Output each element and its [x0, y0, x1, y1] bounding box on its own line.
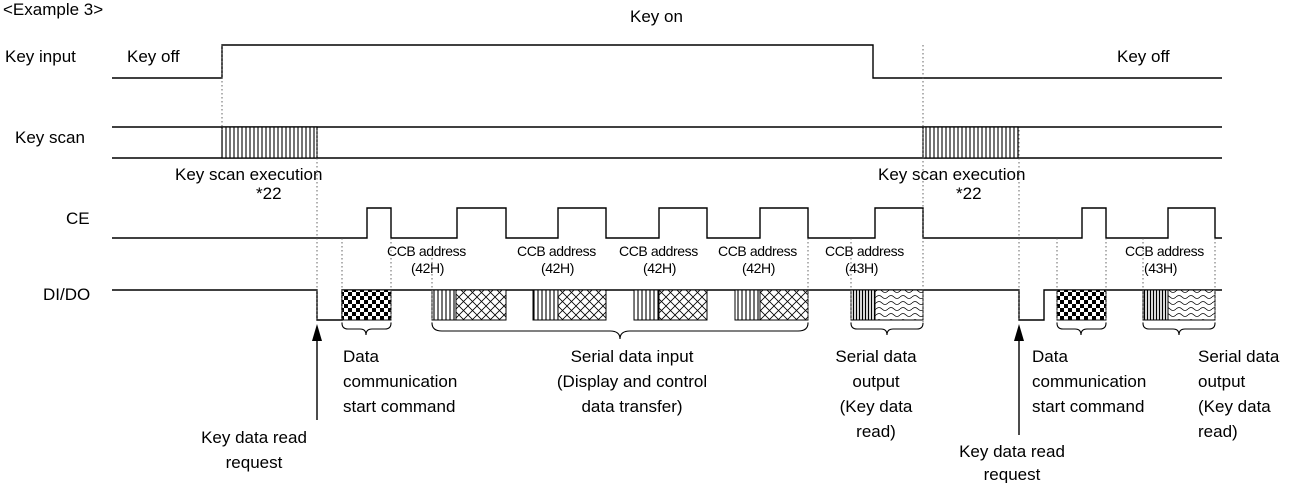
- brace-data-comm-1: [341, 322, 392, 336]
- data-comm-start-label-2: Data communication start command: [1032, 347, 1146, 416]
- ccb-address-label: CCB address: [387, 243, 466, 259]
- ccb-address-label: CCB address: [825, 243, 904, 259]
- read-request-arrow-1: [312, 324, 322, 420]
- brace-serial-output-1: [850, 322, 924, 336]
- brace-serial-output-2: [1142, 322, 1216, 336]
- read-request-arrow-2: [1014, 324, 1024, 435]
- serial-data-output-block: [874, 289, 924, 321]
- ccb-address-block-42h: [532, 289, 559, 321]
- serial-data-output-block: [1167, 289, 1216, 321]
- ccb-address-value: (42H): [541, 260, 574, 276]
- svg-text:request: request: [984, 465, 1041, 483]
- serial-data-input-label: Serial data input (Display and control d…: [557, 347, 707, 416]
- svg-text:start command: start command: [343, 397, 455, 416]
- ccb-address-label: CCB address: [619, 243, 698, 259]
- svg-text:output: output: [852, 372, 900, 391]
- key-scan-note-1: *22: [256, 184, 282, 203]
- ccb-address-value: (42H): [643, 260, 676, 276]
- svg-text:start command: start command: [1032, 397, 1144, 416]
- ccb-address-value: (42H): [742, 260, 775, 276]
- serial-data-input-block: [658, 289, 708, 321]
- brace-serial-input: [431, 322, 809, 340]
- svg-text:data transfer): data transfer): [581, 397, 682, 416]
- ccb-address-label: CCB address: [718, 243, 797, 259]
- signal-ce: CE: [66, 209, 90, 228]
- svg-text:Serial data: Serial data: [835, 347, 917, 366]
- svg-text:Serial data input: Serial data input: [571, 347, 694, 366]
- svg-text:output: output: [1198, 372, 1246, 391]
- ccb-address-label: CCB address: [517, 243, 596, 259]
- signal-key-scan: Key scan: [15, 128, 85, 147]
- example-label: <Example 3>: [3, 0, 103, 19]
- key-off-right-label: Key off: [1117, 47, 1170, 66]
- svg-text:Key data read: Key data read: [201, 428, 307, 447]
- data-comm-start-block-2: [1056, 289, 1107, 321]
- ccb-address-group-4: CCB address (42H): [718, 243, 798, 276]
- serial-data-output-label-2: Serial data output (Key data read): [1198, 347, 1280, 441]
- serial-data-input-block: [557, 289, 607, 321]
- ccb-address-block-42h: [431, 289, 457, 321]
- brace-data-comm-2: [1056, 322, 1107, 336]
- ccb-address-block-43h: [1142, 289, 1169, 321]
- svg-text:Data: Data: [1032, 347, 1068, 366]
- key-scan-note-2: *22: [956, 184, 982, 203]
- svg-text:(Key data: (Key data: [1198, 397, 1271, 416]
- svg-text:(Key data: (Key data: [840, 397, 913, 416]
- ccb-address-group-6: CCB address (43H): [1125, 243, 1205, 276]
- key-on-label: Key on: [630, 7, 683, 26]
- svg-text:read): read): [1198, 422, 1238, 441]
- serial-data-input-block: [455, 289, 507, 321]
- key-off-left-label: Key off: [127, 47, 180, 66]
- serial-data-output-label-1: Serial data output (Key data read): [835, 347, 917, 441]
- ccb-address-value: (42H): [411, 260, 444, 276]
- data-comm-start-label-1: Data communication start command: [343, 347, 457, 416]
- ccb-address-group-5: CCB address (43H): [825, 243, 905, 276]
- ce-waveform: [112, 207, 1222, 239]
- svg-text:communication: communication: [343, 372, 457, 391]
- signal-di-do: DI/DO: [43, 285, 90, 304]
- timing-guides: [221, 45, 1216, 325]
- ccb-address-group-3: CCB address (42H): [619, 243, 699, 276]
- svg-text:communication: communication: [1032, 372, 1146, 391]
- signal-key-input: Key input: [5, 47, 76, 66]
- key-scan-execution-block-1: [221, 126, 318, 159]
- ccb-address-label: CCB address: [1125, 243, 1204, 259]
- key-scan-exec-label-1: Key scan execution: [175, 165, 322, 184]
- data-comm-start-block-1: [341, 289, 392, 321]
- ccb-address-block-42h: [633, 289, 660, 321]
- ccb-address-block-42h: [734, 289, 761, 321]
- svg-text:Serial data: Serial data: [1198, 347, 1280, 366]
- read-request-label-1: Key data read request: [201, 428, 307, 472]
- svg-text:(Display and control: (Display and control: [557, 372, 707, 391]
- svg-text:Key data read: Key data read: [959, 442, 1065, 461]
- ccb-address-value: (43H): [845, 260, 878, 276]
- svg-text:read): read): [856, 422, 896, 441]
- serial-data-input-block: [759, 289, 809, 321]
- ccb-address-group-1: CCB address (42H): [387, 243, 467, 276]
- key-scan-exec-label-2: Key scan execution: [878, 165, 1025, 184]
- ccb-address-block-43h: [850, 289, 876, 321]
- read-request-label-2: Key data read request: [959, 442, 1065, 483]
- ccb-address-group-2: CCB address (42H): [517, 243, 597, 276]
- svg-text:request: request: [226, 453, 283, 472]
- key-input-waveform: [112, 44, 1222, 79]
- ccb-address-value: (43H): [1144, 260, 1177, 276]
- svg-text:Data: Data: [343, 347, 379, 366]
- key-scan-execution-block-2: [922, 126, 1019, 159]
